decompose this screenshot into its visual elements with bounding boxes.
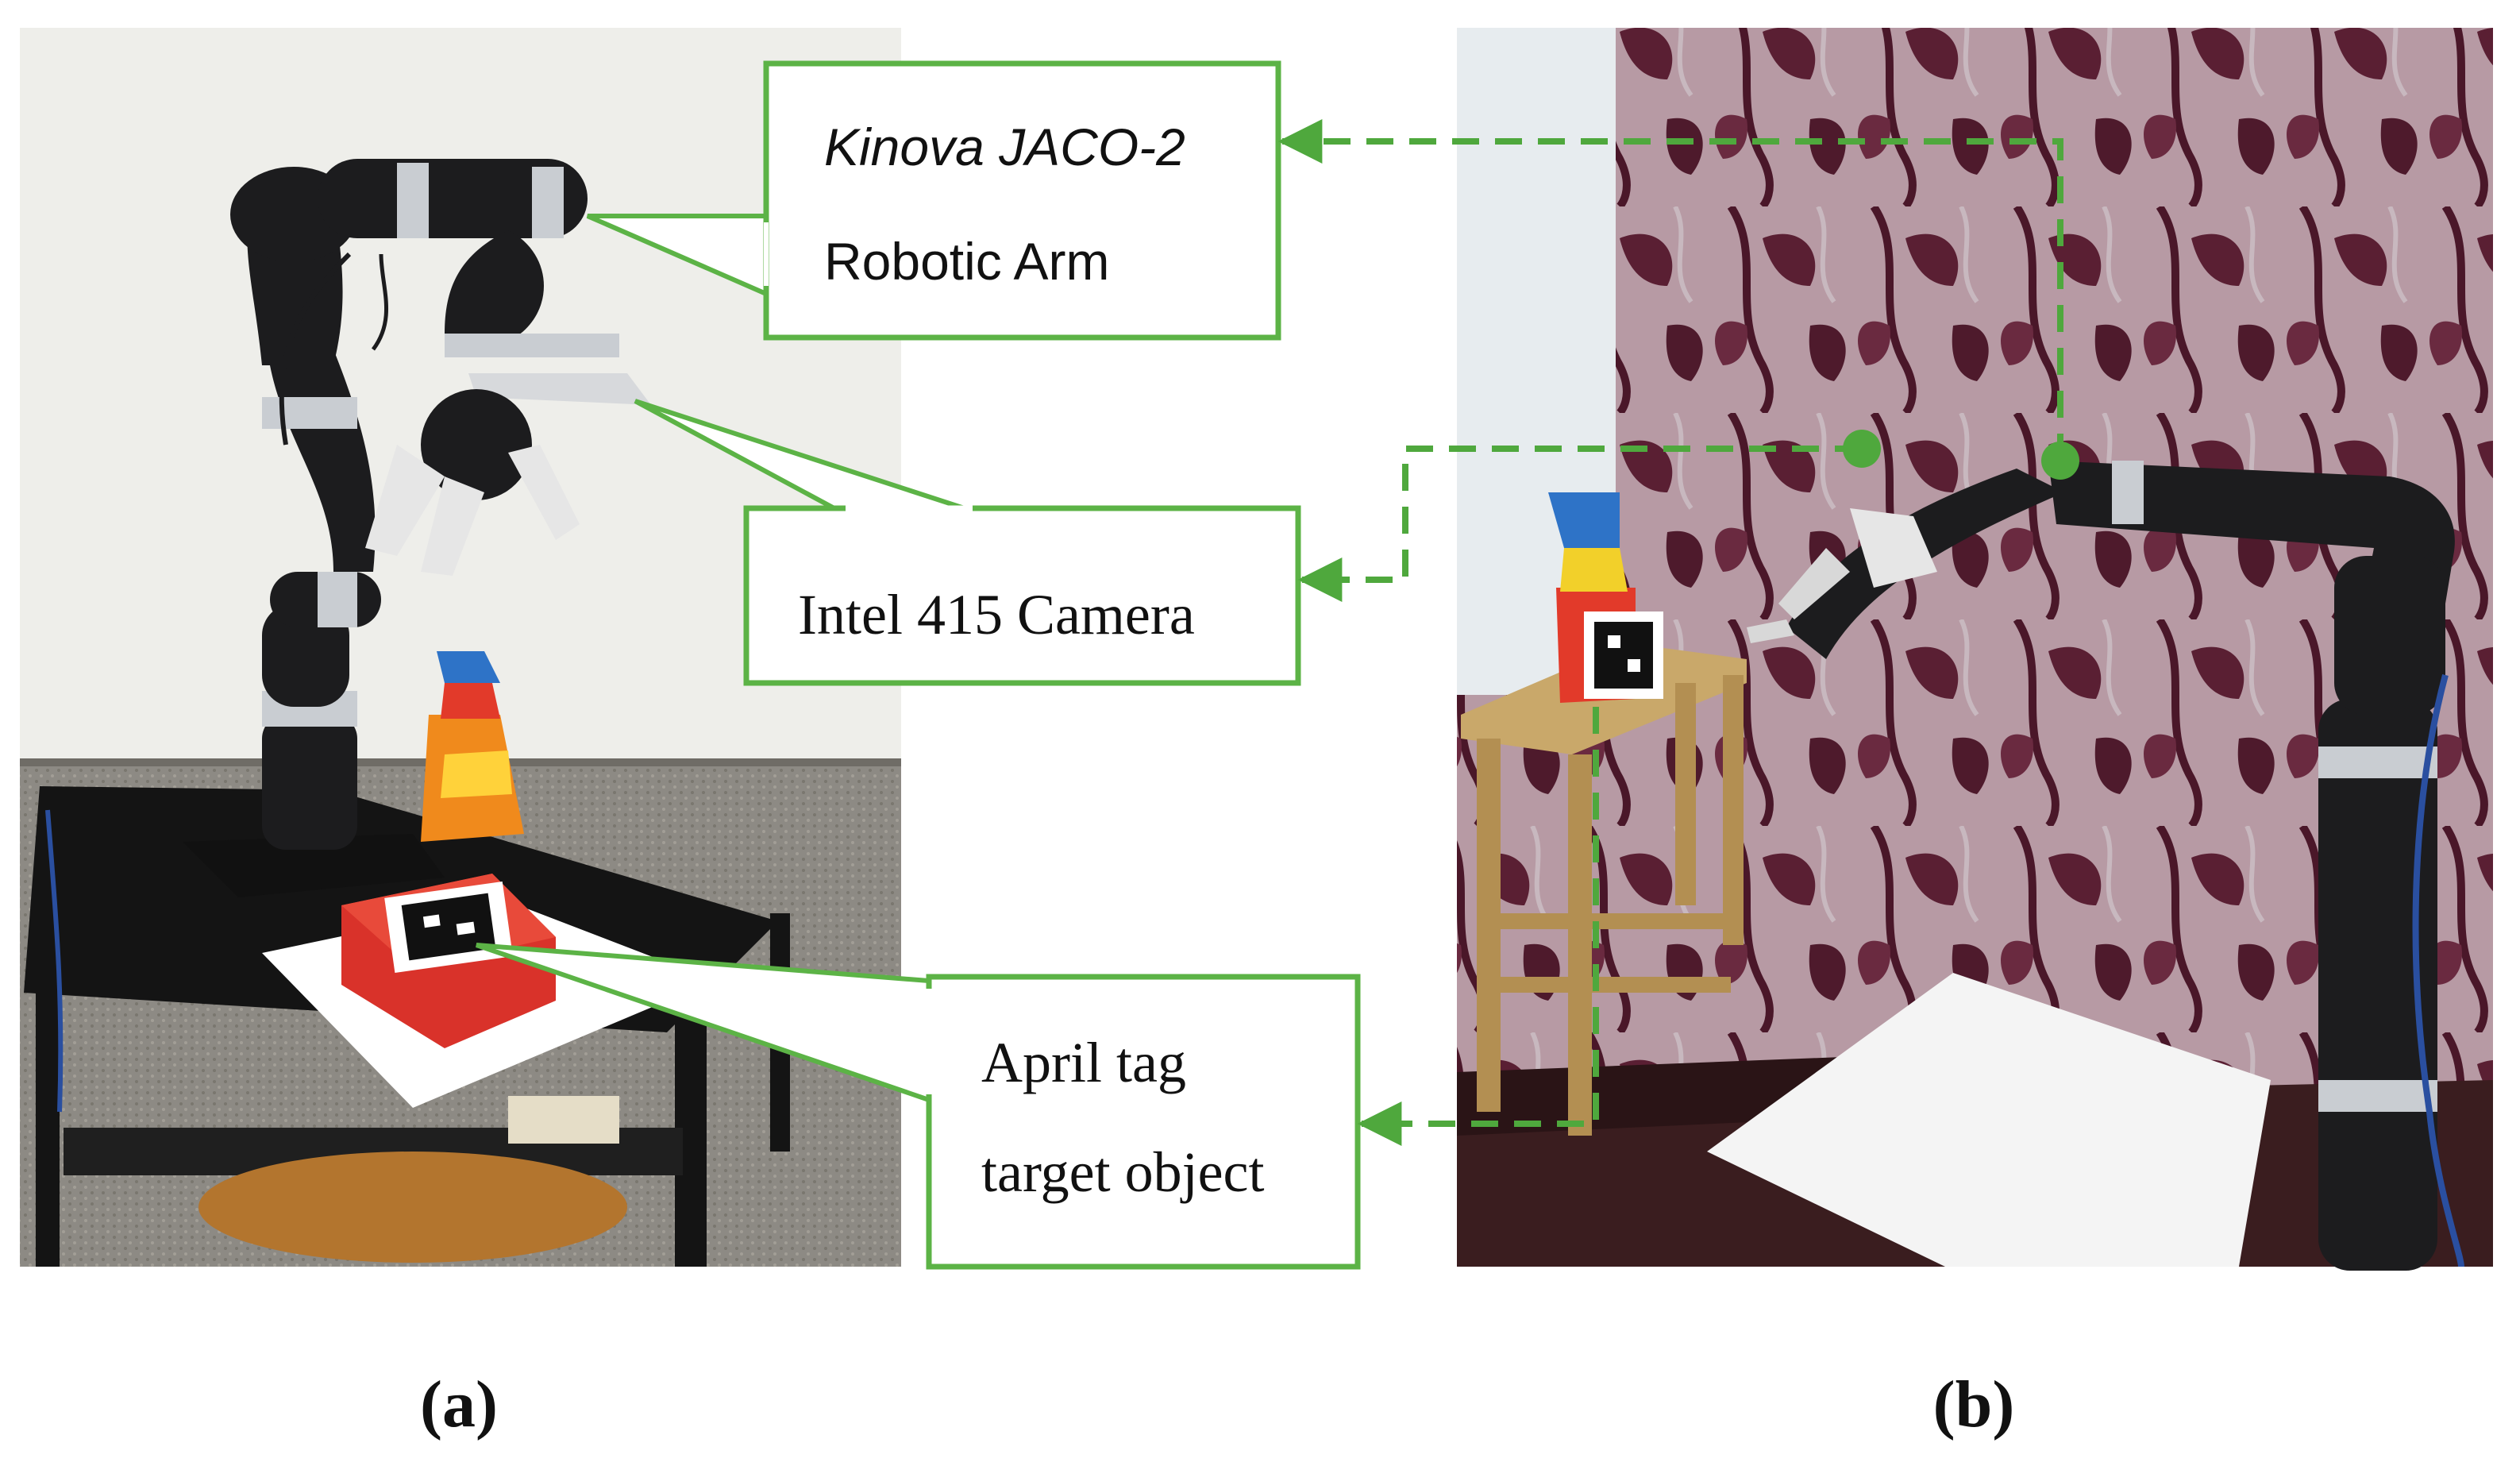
paper-sheet-b [1707,973,2271,1267]
spray-bottle-a [421,651,524,842]
callout-arm: Kinova JACO-2 Robotic Arm [586,60,1281,341]
callout-tag: April tag target object [476,943,1361,1270]
callout-arm-line2: Robotic Arm [824,232,1109,291]
connector-camera-dot [1843,430,1881,468]
robot-arm-a [183,159,651,897]
callout-camera-box [743,505,1301,686]
connector-camera [1297,430,1881,602]
connector-arm-dot [2041,442,2079,480]
connector-tag [1357,707,1599,1146]
callout-tag-box [926,974,1361,1270]
connector-arm [1277,119,2079,480]
callout-arm-box [763,60,1281,341]
spray-bottle-b [1548,492,1663,703]
callout-camera: Intel 415 Camera [634,399,1301,686]
photo-b [1457,28,2493,1271]
callout-tag-line2: target object [981,1140,1265,1204]
panel-label-b: (b) [1933,1368,2015,1441]
callout-tag-line1: April tag [981,1031,1186,1094]
panel-label-a: (a) [420,1368,498,1441]
callout-arm-line1: Kinova JACO-2 [824,118,1185,176]
robot-arm-b [1747,461,2464,1271]
callout-camera-label: Intel 415 Camera [798,583,1195,646]
